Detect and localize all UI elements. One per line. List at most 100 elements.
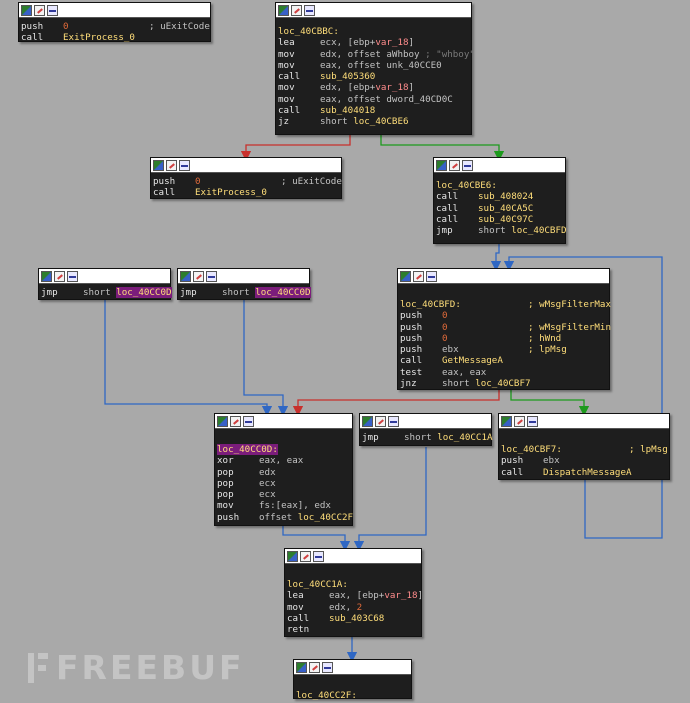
disassembly-icon[interactable] (304, 4, 315, 16)
graph-overview-icon[interactable] (287, 550, 298, 562)
disassembly-icon[interactable] (206, 270, 217, 282)
edit-icon[interactable] (34, 4, 45, 16)
edge-jmp-c-to-loc-40cc1a (353, 447, 427, 552)
edit-icon[interactable] (309, 661, 320, 673)
edit-icon[interactable] (514, 415, 525, 427)
edit-icon[interactable] (413, 270, 424, 282)
disassembly-icon[interactable] (426, 270, 437, 282)
graph-overview-icon[interactable] (180, 270, 191, 282)
graph-overview-icon[interactable] (217, 415, 228, 427)
edit-icon[interactable] (54, 270, 65, 282)
instruction[interactable]: retn (287, 624, 310, 636)
graph-overview-icon[interactable] (400, 270, 411, 282)
disassembly-icon[interactable] (388, 415, 399, 427)
graph-overview-icon[interactable] (436, 159, 447, 171)
graph-overview-icon[interactable] (296, 661, 307, 673)
graph-overview-icon[interactable] (41, 270, 52, 282)
block-header (151, 158, 341, 173)
disassembly-icon[interactable] (47, 4, 58, 16)
disassembly-icon[interactable] (527, 415, 538, 427)
block-loc-40cc2f[interactable]: loc_40CC2F: (293, 659, 412, 701)
watermark-logo-icon (28, 652, 48, 683)
edit-icon[interactable] (230, 415, 241, 427)
edit-icon[interactable] (193, 270, 204, 282)
block-label[interactable]: loc_40CBF7:; lpMsg (501, 444, 668, 455)
graph-overview-icon[interactable] (501, 415, 512, 427)
edit-icon[interactable] (291, 4, 302, 16)
disassembly-icon[interactable] (179, 159, 190, 171)
graph-overview-icon[interactable] (153, 159, 164, 171)
disassembly-icon[interactable] (313, 550, 324, 562)
graph-overview-icon[interactable] (278, 4, 289, 16)
graph-overview-icon[interactable] (362, 415, 373, 427)
graph-overview-icon[interactable] (21, 4, 32, 16)
disassembly-icon[interactable] (462, 159, 473, 171)
block-header (294, 660, 411, 675)
edit-icon[interactable] (300, 550, 311, 562)
disassembly-icon[interactable] (67, 270, 78, 282)
edit-icon[interactable] (375, 415, 386, 427)
block-label[interactable]: loc_40CC1A: (287, 579, 348, 590)
block-label[interactable]: loc_40CBE6: (436, 180, 497, 191)
block-label[interactable]: loc_40CC2F: (296, 690, 357, 701)
block-header (360, 414, 491, 429)
disassembly-icon[interactable] (322, 661, 333, 673)
edge-false-to-loc-40cc0d (292, 390, 500, 417)
edit-icon[interactable] (166, 159, 177, 171)
disassembly-icon[interactable] (243, 415, 254, 427)
block-label[interactable]: loc_40CC0D: (217, 444, 278, 455)
edit-icon[interactable] (449, 159, 460, 171)
block-label[interactable]: loc_40CBFD:; wMsgFilterMax (400, 299, 611, 310)
block-label[interactable]: loc_40CBBC: (278, 26, 339, 37)
